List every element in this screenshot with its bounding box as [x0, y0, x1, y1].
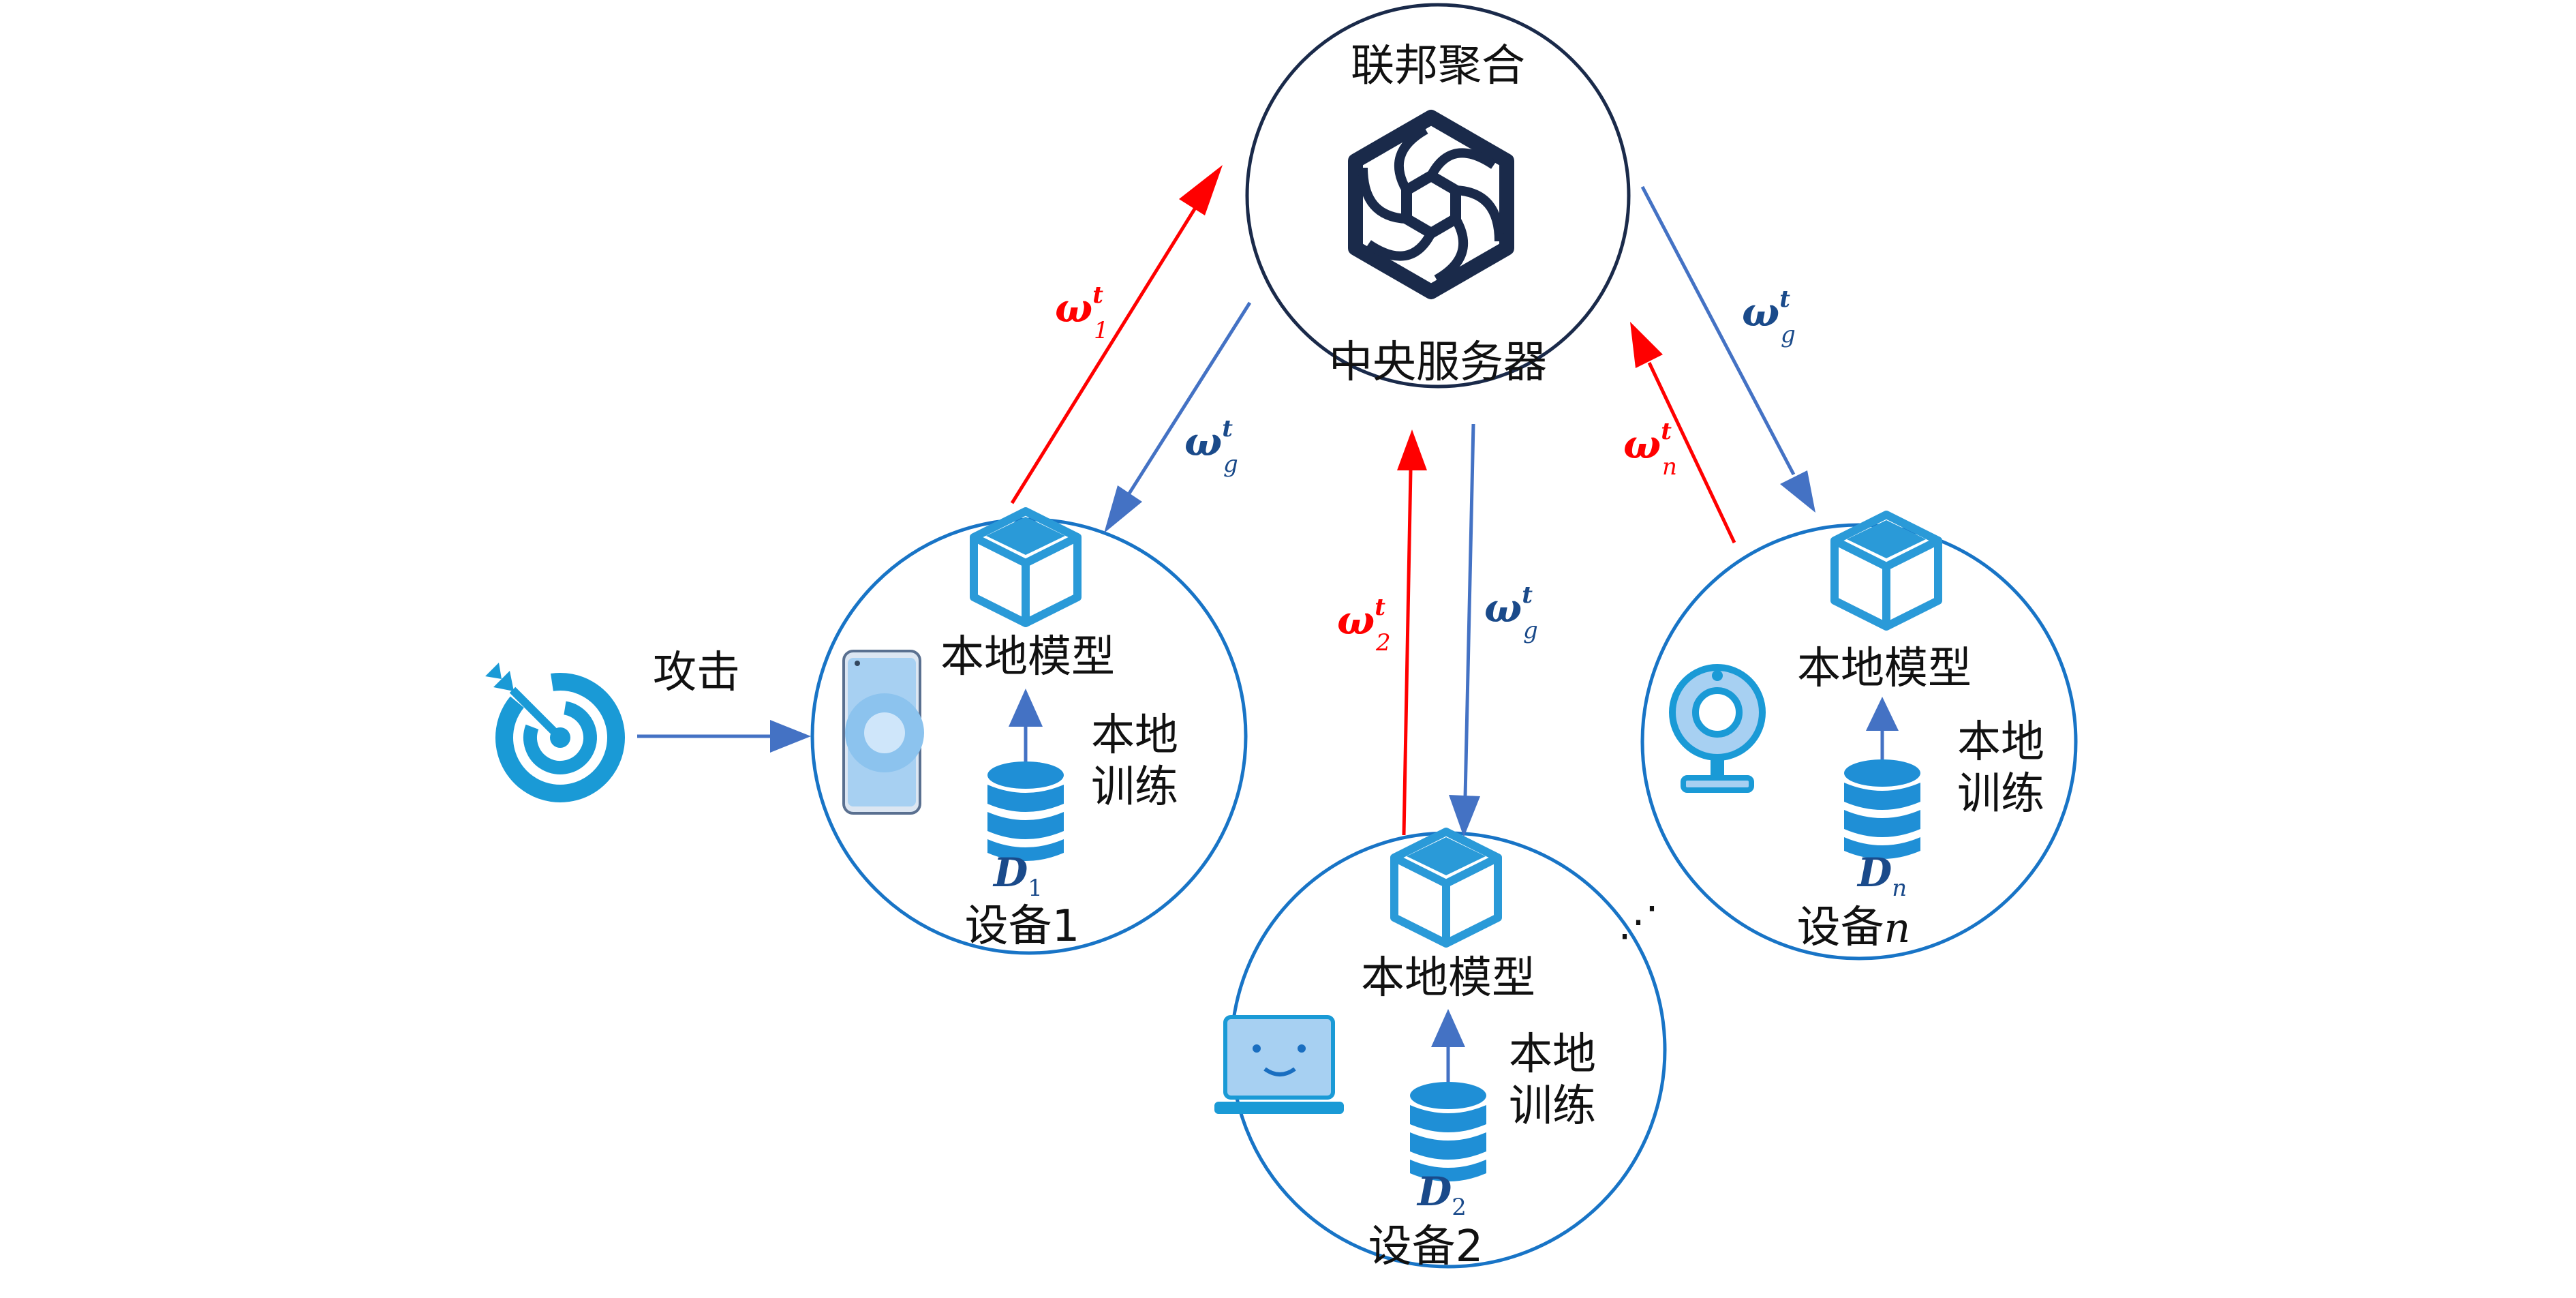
device-n-train-label-1: 本地	[1957, 717, 2044, 768]
download-arrowhead-1	[1104, 485, 1142, 533]
upload-arrowhead-1	[1179, 165, 1223, 215]
device-2-train-label-1: 本地	[1509, 1029, 1596, 1080]
upload-arrow-1	[1010, 198, 1203, 504]
download-arrowhead-n	[1780, 470, 1815, 513]
train-arrowhead-n	[1866, 697, 1899, 731]
aperture-hexagon-icon	[1348, 110, 1514, 299]
device-1-train-label-2: 训练	[1091, 762, 1178, 813]
train-arrowhead-1	[1009, 689, 1043, 727]
download-arrow-2	[1463, 423, 1475, 798]
attack-arrowhead	[770, 720, 811, 753]
upload-arrow-n	[1647, 361, 1736, 544]
device-n-train-label-2: 训练	[1957, 769, 2044, 819]
device-2-model-label: 本地模型	[1361, 953, 1535, 1003]
device-1-label: 设备1	[965, 901, 1080, 952]
upload-arrowhead-n	[1630, 322, 1663, 368]
target-icon	[485, 663, 625, 802]
device-n-data-label: Dn	[1856, 849, 1907, 902]
server-circle	[1245, 3, 1631, 389]
attack-label: 攻击	[653, 648, 740, 698]
device-n-model-label: 本地模型	[1797, 644, 1972, 694]
device-1-train-label-1: 本地	[1091, 710, 1178, 761]
more-devices-ellipsis: ⋰	[1618, 898, 1659, 946]
device-1-data-label: D1	[992, 849, 1043, 902]
server-bottom-label: 中央服务器	[1329, 337, 1547, 388]
device-2-label: 设备2	[1368, 1222, 1484, 1272]
device-2-data-label: D2	[1416, 1168, 1467, 1221]
download-arrowhead-2	[1449, 795, 1480, 837]
upload-arrow-2	[1402, 470, 1413, 836]
upload-arrowhead-2	[1397, 429, 1427, 470]
device-n-label: 设备n	[1797, 903, 1911, 953]
webcam-icon	[1669, 664, 1766, 793]
server-top-label: 联邦聚合	[1351, 41, 1525, 91]
smartphone-icon	[842, 650, 924, 815]
device-2-train-label-2: 训练	[1509, 1081, 1596, 1132]
device-1-model-label: 本地模型	[940, 632, 1115, 682]
download-arrow-n	[1640, 185, 1796, 476]
download-arrow-1	[1121, 301, 1252, 504]
train-arrowhead-2	[1431, 1009, 1465, 1047]
laptop-icon	[1214, 1015, 1344, 1114]
